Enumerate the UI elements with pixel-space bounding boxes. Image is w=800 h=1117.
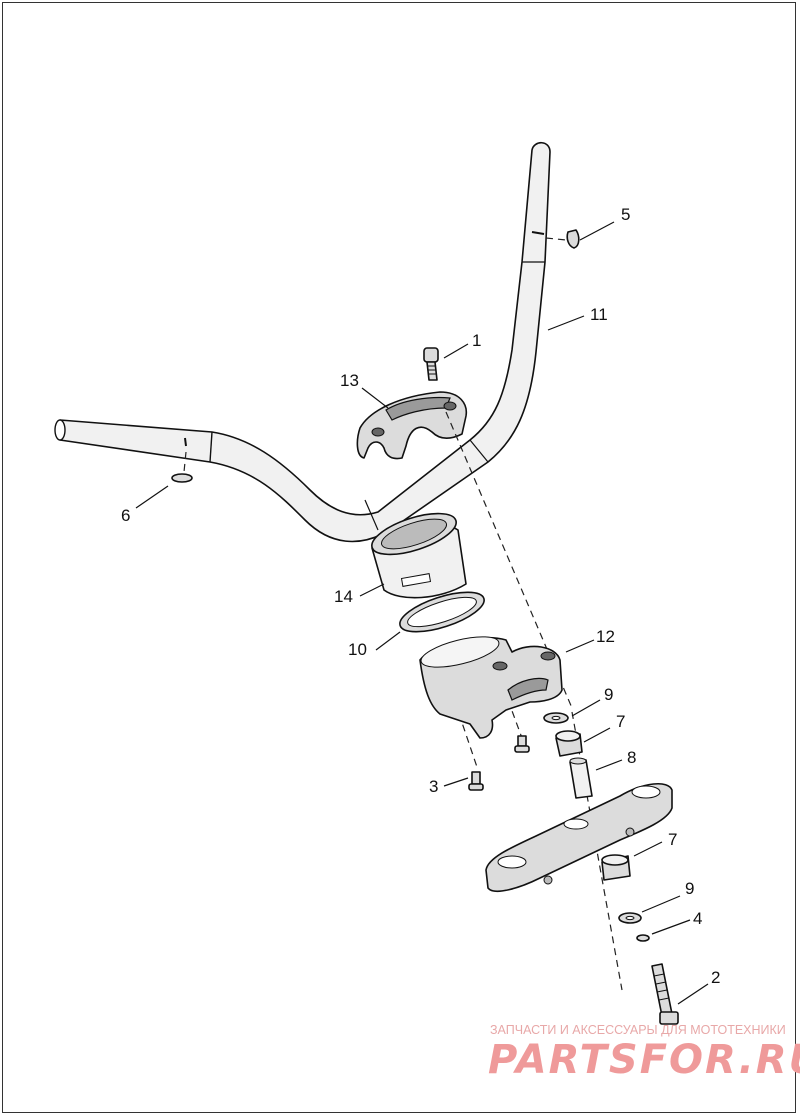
lock-washer-4	[636, 934, 650, 942]
leader-9b	[641, 895, 681, 913]
bushing-7-lower	[601, 854, 631, 881]
watermark-tagline: ЗАПЧАСТИ И АКСЕССУАРЫ ДЛЯ МОТОТЕХНИКИ	[490, 1023, 786, 1037]
bolt-2	[651, 963, 679, 1025]
leader-1	[443, 343, 469, 359]
callout-7-upper: 7	[616, 712, 625, 731]
handlebar	[54, 141, 551, 543]
leader-6	[135, 485, 169, 509]
riser-clamp-13	[356, 391, 468, 460]
callout-5: 5	[621, 205, 630, 224]
washer-9-upper	[543, 712, 569, 724]
gasket-ring-10	[399, 591, 485, 633]
bushing-7-upper	[555, 730, 583, 757]
washer-9-lower	[618, 912, 642, 924]
leader-10	[375, 631, 401, 651]
leader-7b	[633, 841, 663, 857]
sleeve-8	[569, 757, 593, 799]
gauge-14	[371, 512, 467, 599]
callout-9-lower: 9	[685, 879, 694, 898]
leader-4	[651, 919, 691, 935]
leader-14	[359, 583, 385, 597]
screw-1	[423, 347, 439, 381]
callout-6: 6	[121, 506, 130, 525]
screw-small	[514, 735, 530, 753]
screw-3	[468, 771, 484, 791]
leader-12	[565, 639, 595, 653]
callout-3: 3	[429, 777, 438, 796]
leader-5	[579, 221, 615, 241]
callout-9-upper: 9	[604, 685, 613, 704]
clip-5	[545, 229, 580, 249]
callout-2: 2	[711, 968, 720, 987]
leader-8	[595, 759, 623, 771]
callout-11: 11	[590, 305, 608, 324]
leader-2	[677, 983, 709, 1005]
leader-13	[361, 387, 389, 409]
callout-12: 12	[596, 627, 615, 646]
callout-4: 4	[693, 909, 702, 928]
callout-1: 1	[472, 331, 481, 350]
leader-7a	[583, 727, 611, 743]
lower-bracket	[485, 783, 673, 893]
riser-12	[419, 636, 563, 739]
callout-labels: 1 2 3 4 5 6 7 7 8 9 9 10 11 12 13 14	[121, 205, 720, 987]
callout-10: 10	[348, 640, 367, 659]
callout-13: 13	[340, 371, 359, 390]
leader-9a	[571, 699, 601, 717]
watermark: ЗАПЧАСТИ И АКСЕССУАРЫ ДЛЯ МОТОТЕХНИКИ PA…	[488, 1023, 800, 1083]
leader-lines	[135, 221, 709, 1005]
callout-8: 8	[627, 748, 636, 767]
callout-14: 14	[334, 587, 353, 606]
watermark-brand: PARTSFOR.RU	[488, 1037, 800, 1083]
clip-6	[171, 451, 193, 483]
callout-7-lower: 7	[668, 830, 677, 849]
leader-11	[547, 315, 585, 331]
leader-3	[443, 777, 469, 787]
